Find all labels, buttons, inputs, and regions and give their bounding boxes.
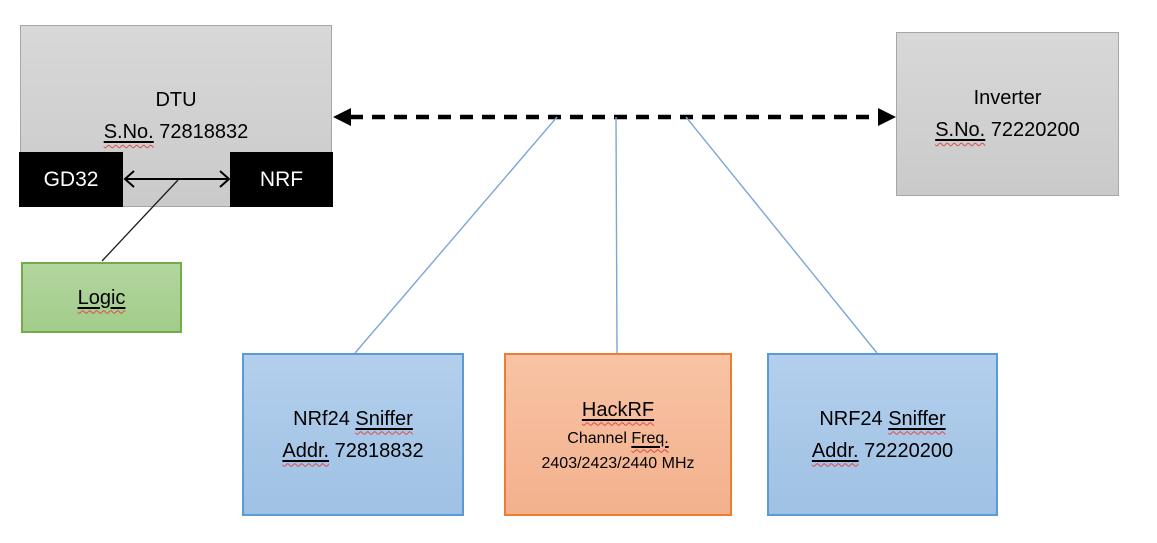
sniffer-right-name: NRF24 Sniffer bbox=[819, 407, 946, 430]
gd32-label: GD32 bbox=[43, 167, 99, 191]
tap-line-sniffer-right bbox=[685, 116, 878, 354]
dtu-serial-label: S.No. bbox=[103, 121, 154, 143]
tap-line-sniffer-left bbox=[354, 116, 558, 354]
inverter-serial-value: 72220200 bbox=[985, 119, 1080, 141]
hackrf-channel-line: Channel Freq. bbox=[567, 429, 669, 447]
hackrf-frequencies: 2403/2423/2440 MHz bbox=[541, 454, 695, 472]
rf-link-dashed-arrow bbox=[333, 108, 896, 126]
inverter-box: Inverter S.No. 72220200 bbox=[896, 32, 1119, 196]
inverter-title: Inverter bbox=[973, 87, 1042, 109]
nrf-label: NRF bbox=[259, 167, 304, 191]
nrf-chip: NRF bbox=[230, 152, 333, 207]
sniffer-left-box: NRf24 Sniffer Addr. 72818832 bbox=[242, 353, 464, 516]
sniffer-left-addr: Addr. 72818832 bbox=[282, 439, 424, 462]
sniffer-left-name: NRf24 Sniffer bbox=[293, 407, 413, 430]
sniffer-right-box: NRF24 Sniffer Addr. 72220200 bbox=[767, 353, 998, 516]
dtu-title: DTU bbox=[155, 89, 197, 111]
sniffer-right-addr: Addr. 72220200 bbox=[811, 439, 954, 462]
hackrf-box: HackRF Channel Freq. 2403/2423/2440 MHz bbox=[504, 353, 732, 516]
arrowhead-left-icon bbox=[333, 108, 351, 126]
inverter-serial-label: S.No. bbox=[935, 119, 986, 141]
dtu-serial: S.No. 72818832 bbox=[104, 116, 249, 148]
tap-line-hackrf bbox=[615, 116, 618, 354]
gd32-chip: GD32 bbox=[19, 152, 123, 207]
arrowhead-right-icon bbox=[878, 108, 896, 126]
logic-label: Logic bbox=[77, 286, 126, 309]
hackrf-title: HackRF bbox=[581, 398, 655, 421]
dtu-serial-value: 72818832 bbox=[153, 121, 249, 143]
inverter-serial: S.No. 72220200 bbox=[935, 114, 1080, 146]
logic-box: Logic bbox=[21, 262, 182, 333]
